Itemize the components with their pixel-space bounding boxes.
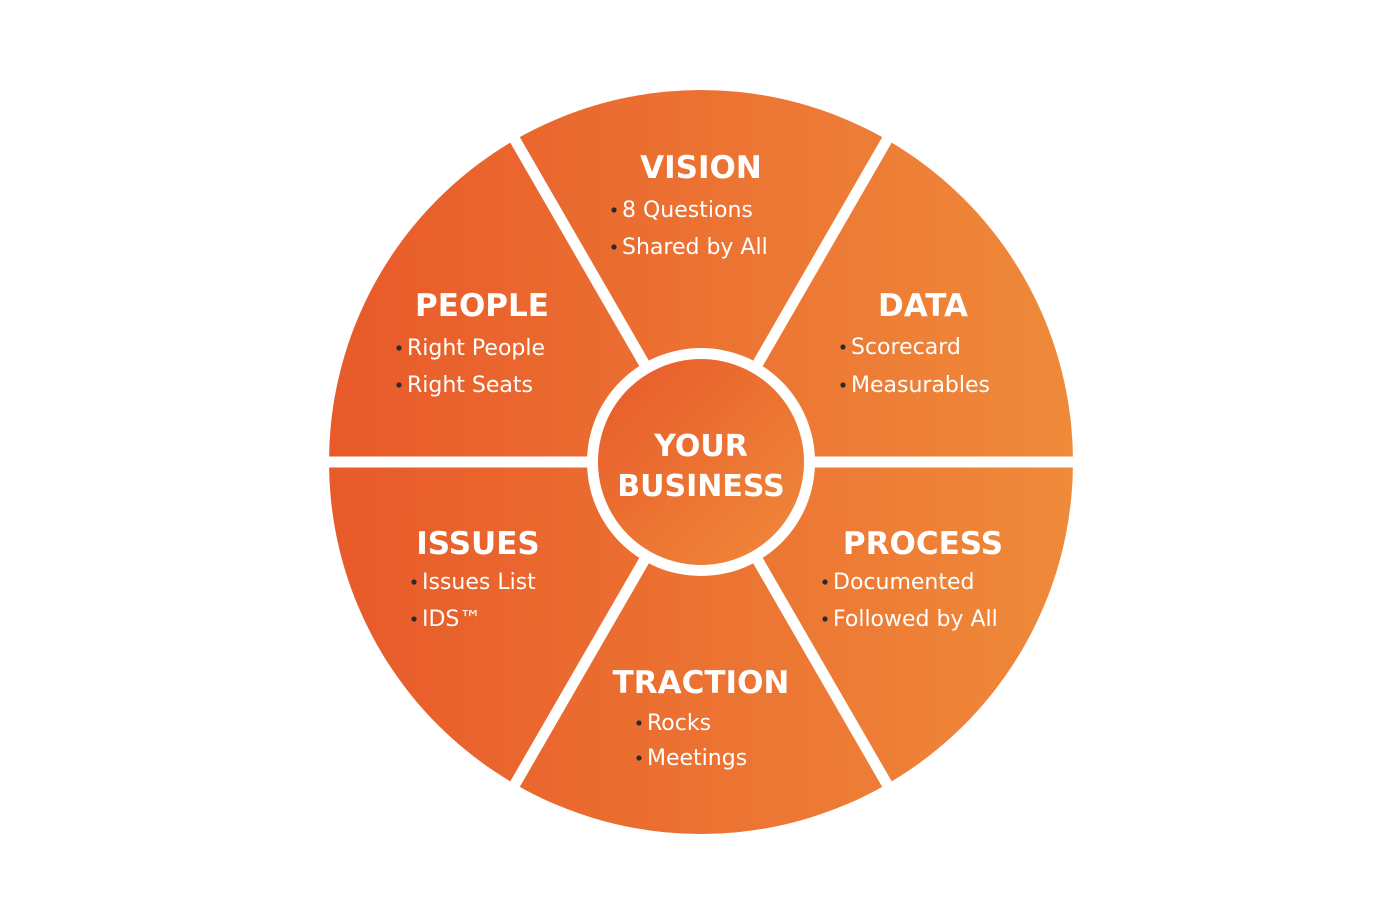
- bullet-issues-2: [411, 616, 417, 622]
- divider-line-3: [506, 552, 652, 794]
- segment-item-process-2: Followed by All: [833, 607, 998, 632]
- segment-dividers: [321, 130, 1081, 794]
- segment-item-issues-1: Issues List: [422, 570, 536, 595]
- segment-item-traction-2: Meetings: [647, 746, 747, 771]
- segment-title-people: PEOPLE: [415, 288, 549, 324]
- segment-title-traction: TRACTION: [613, 665, 790, 701]
- divider-line-2: [750, 552, 896, 794]
- hub-disc: [598, 359, 804, 565]
- hub-label-line-1: YOUR: [653, 429, 748, 464]
- bullet-process-2: [822, 616, 828, 622]
- segment-item-people-1: Right People: [407, 336, 545, 361]
- bullet-issues-1: [411, 579, 417, 585]
- bullet-people-2: [396, 382, 402, 388]
- segment-item-traction-1: Rocks: [647, 711, 711, 736]
- segment-title-issues: ISSUES: [416, 526, 539, 562]
- bullet-vision-2: [611, 244, 617, 250]
- segment-item-vision-1: 8 Questions: [622, 198, 753, 223]
- bullet-traction-1: [636, 720, 642, 726]
- bullet-vision-1: [611, 207, 617, 213]
- segment-item-people-2: Right Seats: [407, 373, 533, 398]
- bullet-process-1: [822, 579, 828, 585]
- bullet-data-1: [840, 344, 846, 350]
- divider-line-5: [506, 130, 652, 372]
- segment-item-process-1: Documented: [833, 570, 974, 595]
- segment-item-data-2: Measurables: [851, 373, 990, 398]
- segment-item-vision-2: Shared by All: [622, 235, 768, 260]
- divider-line-6: [750, 130, 896, 372]
- segment-item-issues-2: IDS™: [422, 607, 481, 632]
- segment-title-vision: VISION: [640, 150, 762, 186]
- hub-label-line-2: BUSINESS: [617, 469, 784, 504]
- bullet-people-1: [396, 345, 402, 351]
- segment-title-process: PROCESS: [843, 526, 1003, 562]
- segment-title-data: DATA: [878, 288, 968, 324]
- segment-item-data-1: Scorecard: [851, 335, 961, 360]
- bullet-data-2: [840, 382, 846, 388]
- bullet-traction-2: [636, 755, 642, 761]
